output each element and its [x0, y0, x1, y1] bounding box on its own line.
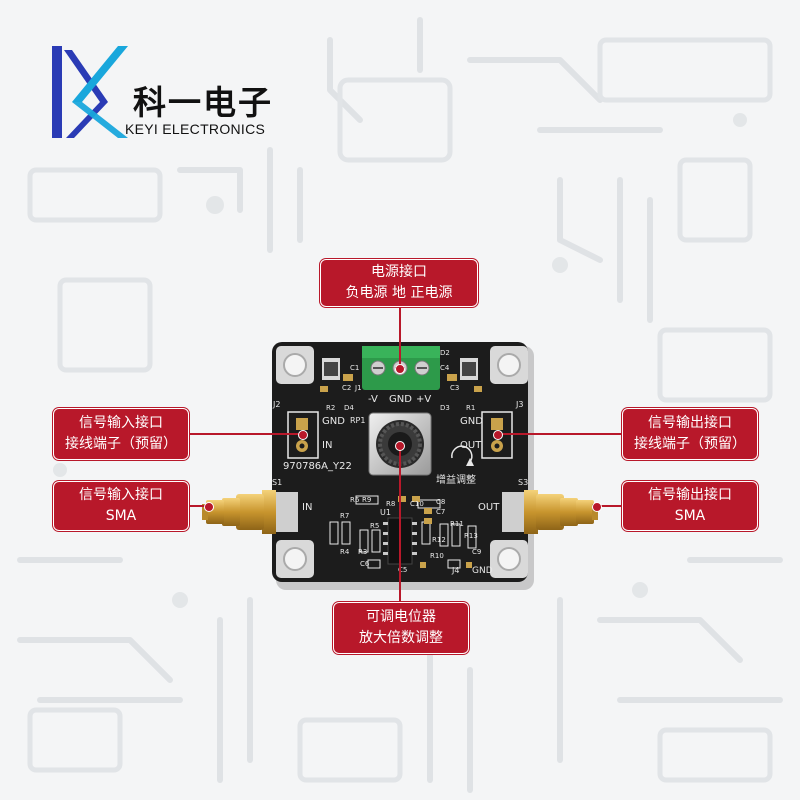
gain-adjust-label: 增益调整: [436, 475, 476, 486]
callout-input-sma: 信号输入接口 SMA: [53, 481, 189, 531]
ref-label: C9: [472, 548, 482, 556]
leader-dot-output-sma: [592, 502, 602, 512]
leader-line-input-terminal: [188, 433, 302, 435]
sma-output-connector: [502, 490, 598, 534]
label-out-sma: OUT: [478, 502, 500, 513]
potentiometer: [368, 412, 432, 476]
ref-label: D2: [440, 349, 450, 357]
pin-label-neg-v: -V: [368, 394, 378, 405]
leader-dot-potentiometer: [395, 441, 405, 451]
keyi-logo: [52, 46, 128, 138]
ref-label: C4: [440, 364, 450, 372]
callout-power-title: 电源接口: [371, 264, 427, 280]
ref-label: D4: [344, 404, 354, 412]
callout-potentiometer: 可调电位器 放大倍数调整: [333, 602, 469, 654]
callout-input-terminal-desc: 接线端子（预留）: [65, 436, 177, 452]
ref-label: R4: [340, 548, 350, 556]
callout-output-sma-desc: SMA: [674, 508, 706, 524]
sma-input-connector: [202, 490, 298, 534]
label-in-sma: IN: [302, 502, 313, 513]
callout-potentiometer-title: 可调电位器: [366, 609, 436, 625]
leader-dot-input-sma: [204, 502, 214, 512]
ref-label: R9: [362, 496, 372, 504]
leader-dot-output-terminal: [493, 430, 503, 440]
brand-name-en: KEYI ELECTRONICS: [125, 121, 266, 137]
callout-input-terminal: 信号输入接口 接线端子（预留）: [53, 408, 189, 460]
ref-label: C8: [436, 498, 446, 506]
ref-label: J1: [355, 384, 362, 392]
label-gnd-right: GND: [460, 416, 483, 427]
ref-label: R10: [430, 552, 444, 560]
ref-label: C5: [398, 566, 408, 574]
ref-j2: J2: [273, 400, 281, 409]
pin-label-gnd-power: GND: [389, 394, 412, 405]
callout-power-interface: 电源接口 负电源 地 正电源: [320, 259, 478, 307]
callout-output-terminal: 信号输出接口 接线端子（预留）: [622, 408, 758, 460]
ref-label: R13: [464, 532, 478, 540]
ref-s1: S1: [272, 478, 283, 487]
leader-dot-input-terminal: [298, 430, 308, 440]
leader-dot-power: [395, 364, 405, 374]
leader-line-power: [399, 306, 401, 368]
leader-line-output-sma: [596, 505, 622, 507]
callout-input-terminal-title: 信号输入接口: [79, 415, 163, 431]
callout-output-sma-title: 信号输出接口: [648, 487, 732, 503]
ref-label: R11: [450, 520, 464, 528]
leader-line-potentiometer: [399, 446, 401, 602]
brand-name-cn: 科一电子: [133, 83, 273, 122]
mounting-holes: [276, 346, 528, 578]
label-gnd-bottom: GND: [472, 566, 493, 576]
ref-label: C2: [342, 384, 352, 392]
ref-label: R1: [466, 404, 476, 412]
callout-output-sma: 信号输出接口 SMA: [622, 481, 758, 531]
callout-output-terminal-title: 信号输出接口: [648, 415, 732, 431]
ref-u1: U1: [380, 508, 391, 517]
callout-input-sma-desc: SMA: [105, 508, 137, 524]
ref-j3: J3: [516, 400, 524, 409]
ref-j4: J4: [452, 566, 460, 575]
leader-line-output-terminal: [498, 433, 622, 435]
ref-label: C7: [436, 508, 446, 516]
ref-s3: S3: [518, 478, 529, 487]
label-gnd-left: GND: [322, 416, 345, 427]
ref-label: R2: [326, 404, 336, 412]
pin-label-pos-v: +V: [416, 394, 432, 405]
label-in-left: IN: [322, 440, 333, 451]
ref-rp1: RP1: [350, 416, 366, 425]
callout-potentiometer-desc: 放大倍数调整: [359, 630, 443, 646]
ref-label: C10: [410, 500, 424, 508]
ref-label: C1: [350, 364, 360, 372]
board-model: 970786A_Y22: [283, 461, 352, 472]
callout-output-terminal-desc: 接线端子（预留）: [634, 436, 746, 452]
ref-label: R8: [386, 500, 396, 508]
label-out-right: OUT: [460, 440, 482, 451]
ref-label: C6: [360, 560, 370, 568]
ref-label: D3: [440, 404, 450, 412]
ref-label: R12: [432, 536, 446, 544]
ref-label: R3: [358, 548, 368, 556]
ref-label: C3: [450, 384, 460, 392]
ref-label: R5: [370, 522, 380, 530]
leader-line-input-sma: [188, 505, 208, 507]
ref-label: R7: [340, 512, 350, 520]
callout-input-sma-title: 信号输入接口: [79, 487, 163, 503]
callout-power-desc: 负电源 地 正电源: [345, 285, 453, 301]
ref-label: R6: [350, 496, 360, 504]
